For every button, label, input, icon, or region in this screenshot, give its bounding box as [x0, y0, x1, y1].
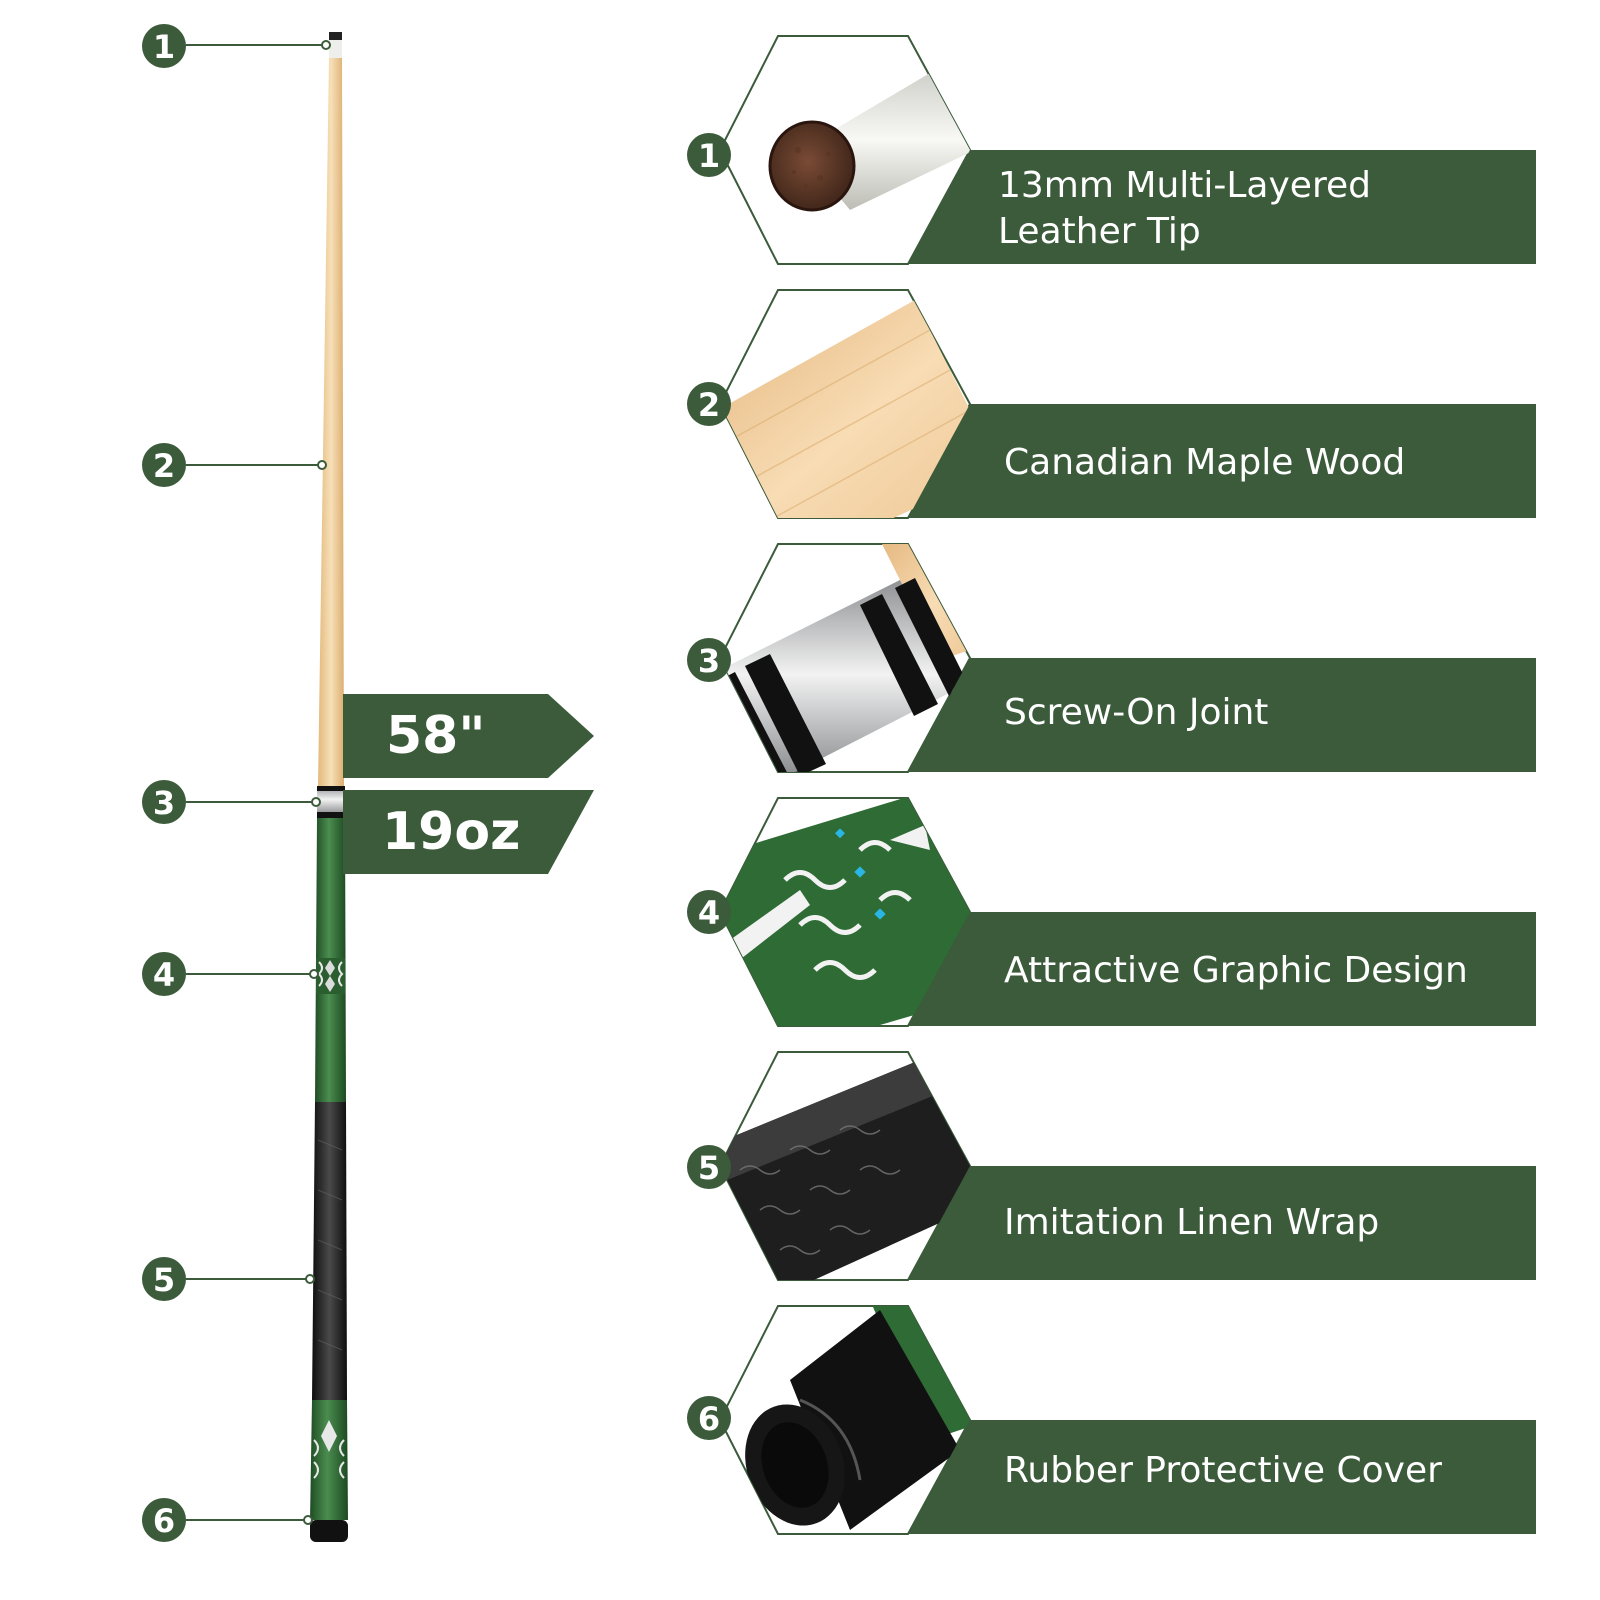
left-callout-2: 2: [142, 443, 327, 487]
feature-label-4: Attractive Graphic Design: [1004, 950, 1468, 991]
feature-badge-number: 4: [698, 894, 720, 932]
left-callout-1: 1: [142, 24, 331, 68]
feature-badge-number: 2: [698, 386, 720, 424]
feature-row-5: 5: [687, 1051, 1536, 1281]
feature-label-5: Imitation Linen Wrap: [1004, 1202, 1380, 1243]
maple-wood-icon: [720, 300, 970, 518]
feature-label-3: Screw-On Joint: [1004, 692, 1269, 733]
left-badge-number: 4: [153, 956, 175, 994]
left-callouts: 1 2 3 4 5 6: [142, 24, 331, 1542]
feature-row-4: 4: [687, 797, 1536, 1027]
spec-weight: 19oz: [382, 802, 521, 862]
spec-length: 58": [386, 706, 486, 766]
feature-label-1: 13mm Multi-Layered Leather Tip: [998, 165, 1371, 252]
spec-length-arrow: [343, 694, 594, 778]
left-badge-number: 5: [153, 1261, 175, 1299]
feature-label-6: Rubber Protective Cover: [1004, 1450, 1442, 1491]
cue-butt: [310, 1400, 348, 1520]
left-callout-5: 5: [142, 1257, 315, 1301]
left-callout-3: 3: [142, 780, 321, 824]
cue-ferrule: [329, 40, 342, 58]
left-badge-number: 1: [153, 28, 175, 66]
cue-wrap: [312, 1102, 347, 1400]
pool-cue: [310, 32, 348, 1542]
feature-row-2: 2: [687, 289, 1536, 519]
cue-butt-graphic: [313, 1420, 345, 1479]
left-badge-number: 6: [153, 1502, 175, 1540]
cue-graphic-ring: [316, 958, 345, 994]
leather-tip-icon: [768, 70, 970, 212]
linen-wrap-icon: [720, 1060, 970, 1280]
left-badge-number: 2: [153, 447, 175, 485]
left-badge-number: 3: [153, 784, 175, 822]
left-callout-4: 4: [142, 952, 319, 996]
feature-label-2: Canadian Maple Wood: [1004, 442, 1406, 483]
feature-badge-number: 5: [698, 1149, 720, 1187]
cue-tip: [329, 32, 342, 40]
rubber-cover-icon: [745, 1306, 970, 1530]
feature-row-1: 1: [687, 35, 1536, 265]
left-callout-6: 6: [142, 1498, 313, 1542]
cue-bumper: [310, 1520, 348, 1542]
feature-row-6: 6: [687, 1305, 1536, 1535]
graphic-design-icon: [720, 798, 970, 1026]
feature-badge-number: 1: [698, 137, 720, 175]
cue-shaft: [318, 58, 344, 786]
feature-row-3: 3: [687, 543, 1536, 773]
feature-badge-number: 3: [698, 642, 720, 680]
spec-weight-arrow: [343, 790, 594, 874]
feature-badge-number: 6: [698, 1400, 720, 1438]
